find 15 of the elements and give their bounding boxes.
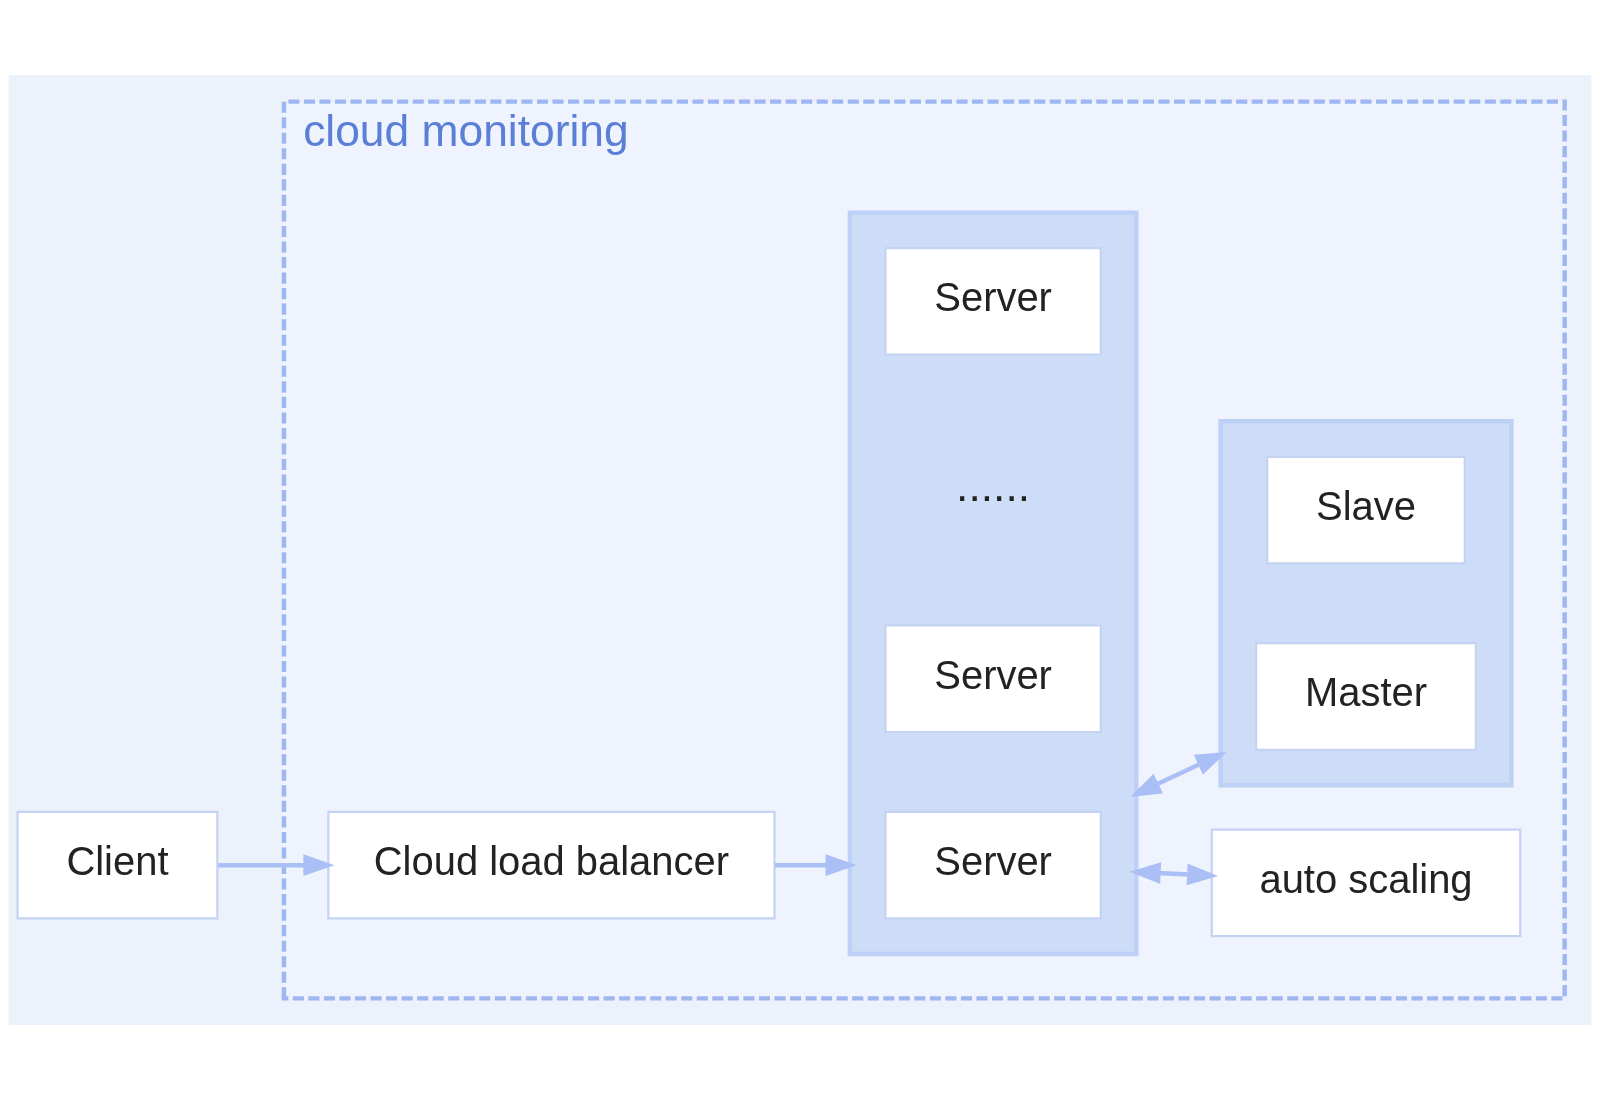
node-box: Client	[16, 810, 219, 920]
node-box: Server	[884, 247, 1102, 356]
node-box: auto scaling	[1210, 828, 1522, 938]
arrow	[1130, 751, 1227, 797]
label: ......	[956, 461, 1031, 511]
node-box: Cloud load balancer	[327, 810, 776, 920]
arrow	[774, 854, 857, 877]
node-box: Master	[1255, 642, 1477, 751]
cluster	[847, 210, 1139, 957]
node-box: Slave	[1266, 455, 1466, 565]
arrow	[218, 854, 335, 877]
node-box: Server	[884, 810, 1102, 920]
arrow	[1129, 862, 1219, 886]
cluster	[1218, 419, 1514, 788]
node-box: Server	[884, 624, 1102, 734]
